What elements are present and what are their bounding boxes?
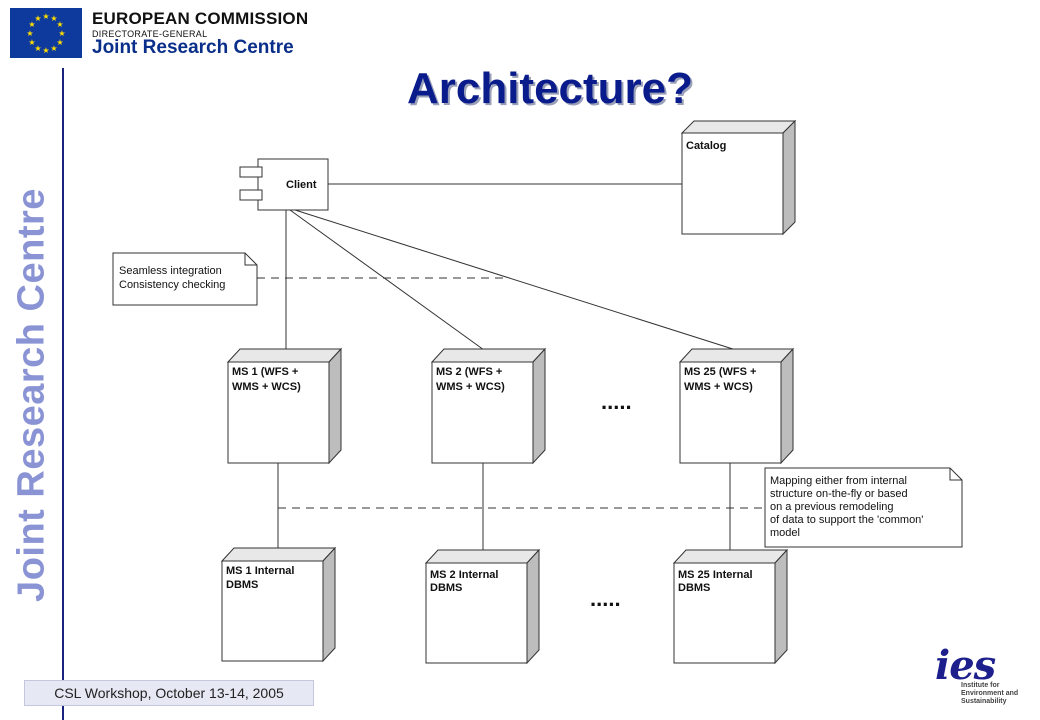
ms25-label: MS 25 (WFS + [684,366,756,378]
note-bottom-line: model [770,527,800,539]
ms2-label: MS 2 (WFS + [436,366,502,378]
ms1-label: MS 1 (WFS + [232,366,298,378]
ellipsis-top: ..... [601,389,632,414]
db1-label: DBMS [226,579,258,591]
ms2-label: WMS + WCS) [436,381,505,393]
ies-tagline-line: Environment and [961,690,1019,697]
component-port-icon [239,189,263,201]
ms1-label: WMS + WCS) [232,381,301,393]
ies-tagline-line: Institute for [961,682,1000,689]
svg-text:★: ★ [42,12,49,21]
ms25-node: MS 25 (WFS + WMS + WCS) [678,347,795,465]
ies-logo: ies Institute for Environment and Sustai… [935,642,1031,716]
note-top-line: Seamless integration [119,265,222,277]
db2-node: MS 2 Internal DBMS [424,548,541,665]
component-port-icon [239,166,263,178]
svg-text:★: ★ [58,29,65,38]
catalog-node: Catalog [680,119,797,236]
svg-text:★: ★ [34,14,41,23]
side-divider-line [62,68,64,720]
page-title: Architecture? [406,64,694,113]
ies-tagline: Institute for Environment and Sustainabi… [961,682,1031,706]
org-name-line3: Joint Research Centre [92,37,294,58]
svg-text:★: ★ [50,14,57,23]
note-bottom-line: on a previous remodeling [770,501,894,513]
client-label: Client [286,179,317,191]
org-name-line1: EUROPEAN COMMISSION [92,9,309,28]
svg-text:★: ★ [28,20,35,29]
svg-text:★: ★ [56,38,63,47]
ms1-node: MS 1 (WFS + WMS + WCS) [226,347,343,465]
note-bottom-line: of data to support the 'common' [770,514,923,526]
client-component: Client [239,158,329,211]
db25-node: MS 25 Internal DBMS [672,548,789,665]
svg-text:★: ★ [26,29,33,38]
ms25-label: WMS + WCS) [684,381,753,393]
db1-node: MS 1 Internal DBMS [220,546,337,663]
note-top: Seamless integration Consistency checkin… [112,252,258,306]
db2-label: DBMS [430,582,462,594]
svg-text:★: ★ [56,20,63,29]
note-top-line: Consistency checking [119,279,225,291]
db1-label: MS 1 Internal [226,565,294,577]
catalog-label: Catalog [686,140,726,152]
org-name-line2: DIRECTORATE-GENERAL [92,29,208,39]
db25-label: MS 25 Internal [678,569,753,581]
ies-logo-text: ies [935,642,996,689]
ies-tagline-line: Sustainability [961,698,1007,705]
svg-text:★: ★ [28,38,35,47]
svg-text:★: ★ [50,44,57,53]
note-bottom: Mapping either from internal structure o… [764,467,963,548]
footer-caption: CSL Workshop, October 13-14, 2005 [24,680,314,706]
client-ms25-link [294,209,737,351]
note-bottom-line: structure on-the-fly or based [770,488,908,500]
svg-text:★: ★ [34,44,41,53]
svg-text:★: ★ [42,46,49,55]
db25-label: DBMS [678,582,710,594]
ms2-node: MS 2 (WFS + WMS + WCS) [430,347,547,465]
note-bottom-line: Mapping either from internal [770,475,907,487]
eu-flag-icon: ★★★ ★★★ ★★★ ★★★ [10,8,82,58]
db2-label: MS 2 Internal [430,569,498,581]
eu-stars-icon: ★★★ ★★★ ★★★ ★★★ [26,12,65,55]
client-ms2-link [289,209,485,351]
ellipsis-bottom: ..... [590,586,621,611]
ec-jrc-logo: ★★★ ★★★ ★★★ ★★★ EUROPEAN COMMISSION DIRE… [10,8,308,60]
